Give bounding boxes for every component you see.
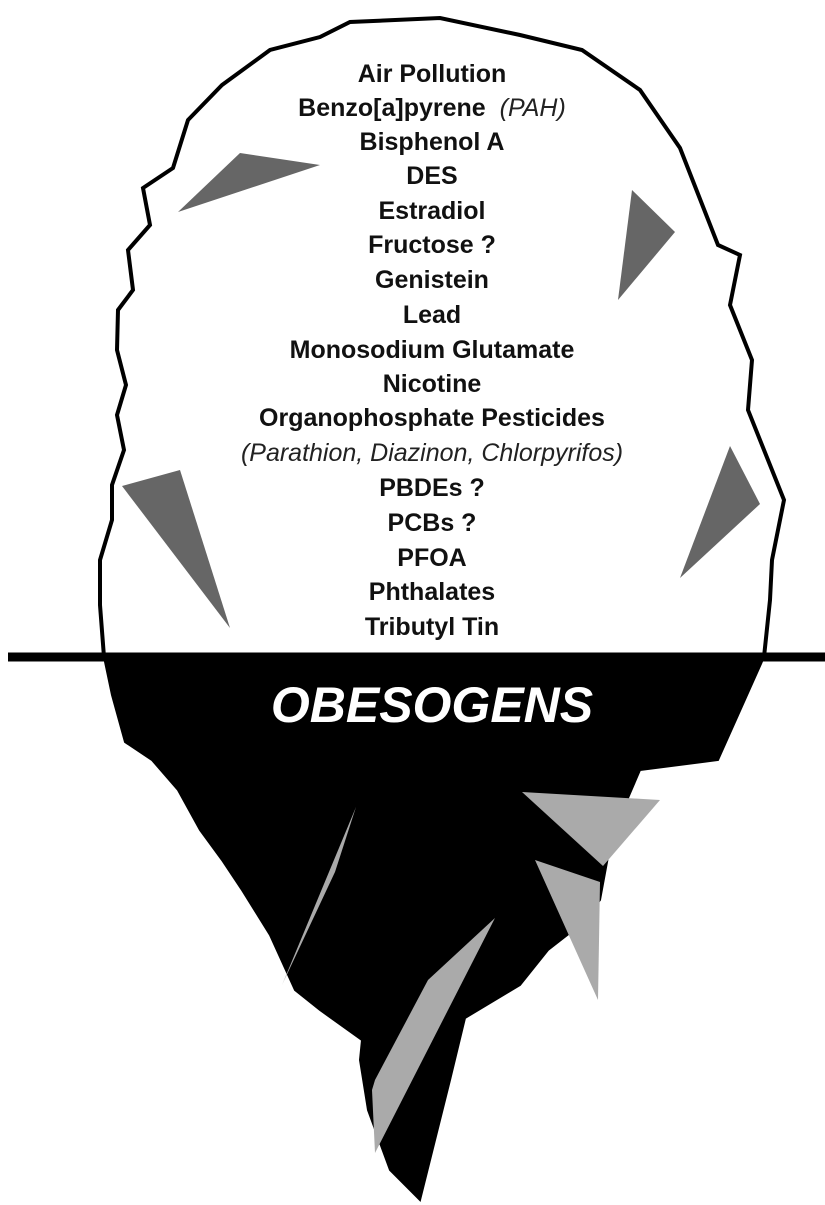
chemical-item-fructose: Fructose ? [368, 231, 496, 259]
chemical-item-pesticide-examples: (Parathion, Diazinon, Chlorpyrifos) [241, 439, 623, 467]
chemical-item-pcbs: PCBs ? [388, 509, 477, 537]
iceberg-below-water [104, 657, 764, 1200]
chemical-item-organophosphate-pesticides: Organophosphate Pesticides [259, 404, 605, 432]
chemical-item-des: DES [406, 162, 457, 190]
obesogens-title: OBESOGENS [271, 677, 593, 733]
chemical-item-phthalates: Phthalates [369, 578, 495, 606]
chemical-item-tributyl-tin: Tributyl Tin [365, 613, 499, 641]
chemical-item-nicotine: Nicotine [383, 370, 482, 398]
chemical-item-note: (PAH) [493, 94, 566, 122]
chemical-item-lead: Lead [403, 301, 461, 329]
chemical-item-benzo-a-pyrene: Benzo[a]pyrene (PAH) [298, 94, 566, 122]
chemical-item-estradiol: Estradiol [379, 197, 486, 225]
chemical-item-pfoa: PFOA [397, 544, 466, 572]
chemical-item-genistein: Genistein [375, 266, 489, 294]
chemical-item-pbdes: PBDEs ? [379, 474, 485, 502]
chemical-item-bisphenol-a: Bisphenol A [360, 128, 505, 156]
chemical-item-monosodium-glutamate: Monosodium Glutamate [290, 336, 575, 364]
chemical-item-air-pollution: Air Pollution [358, 60, 507, 88]
